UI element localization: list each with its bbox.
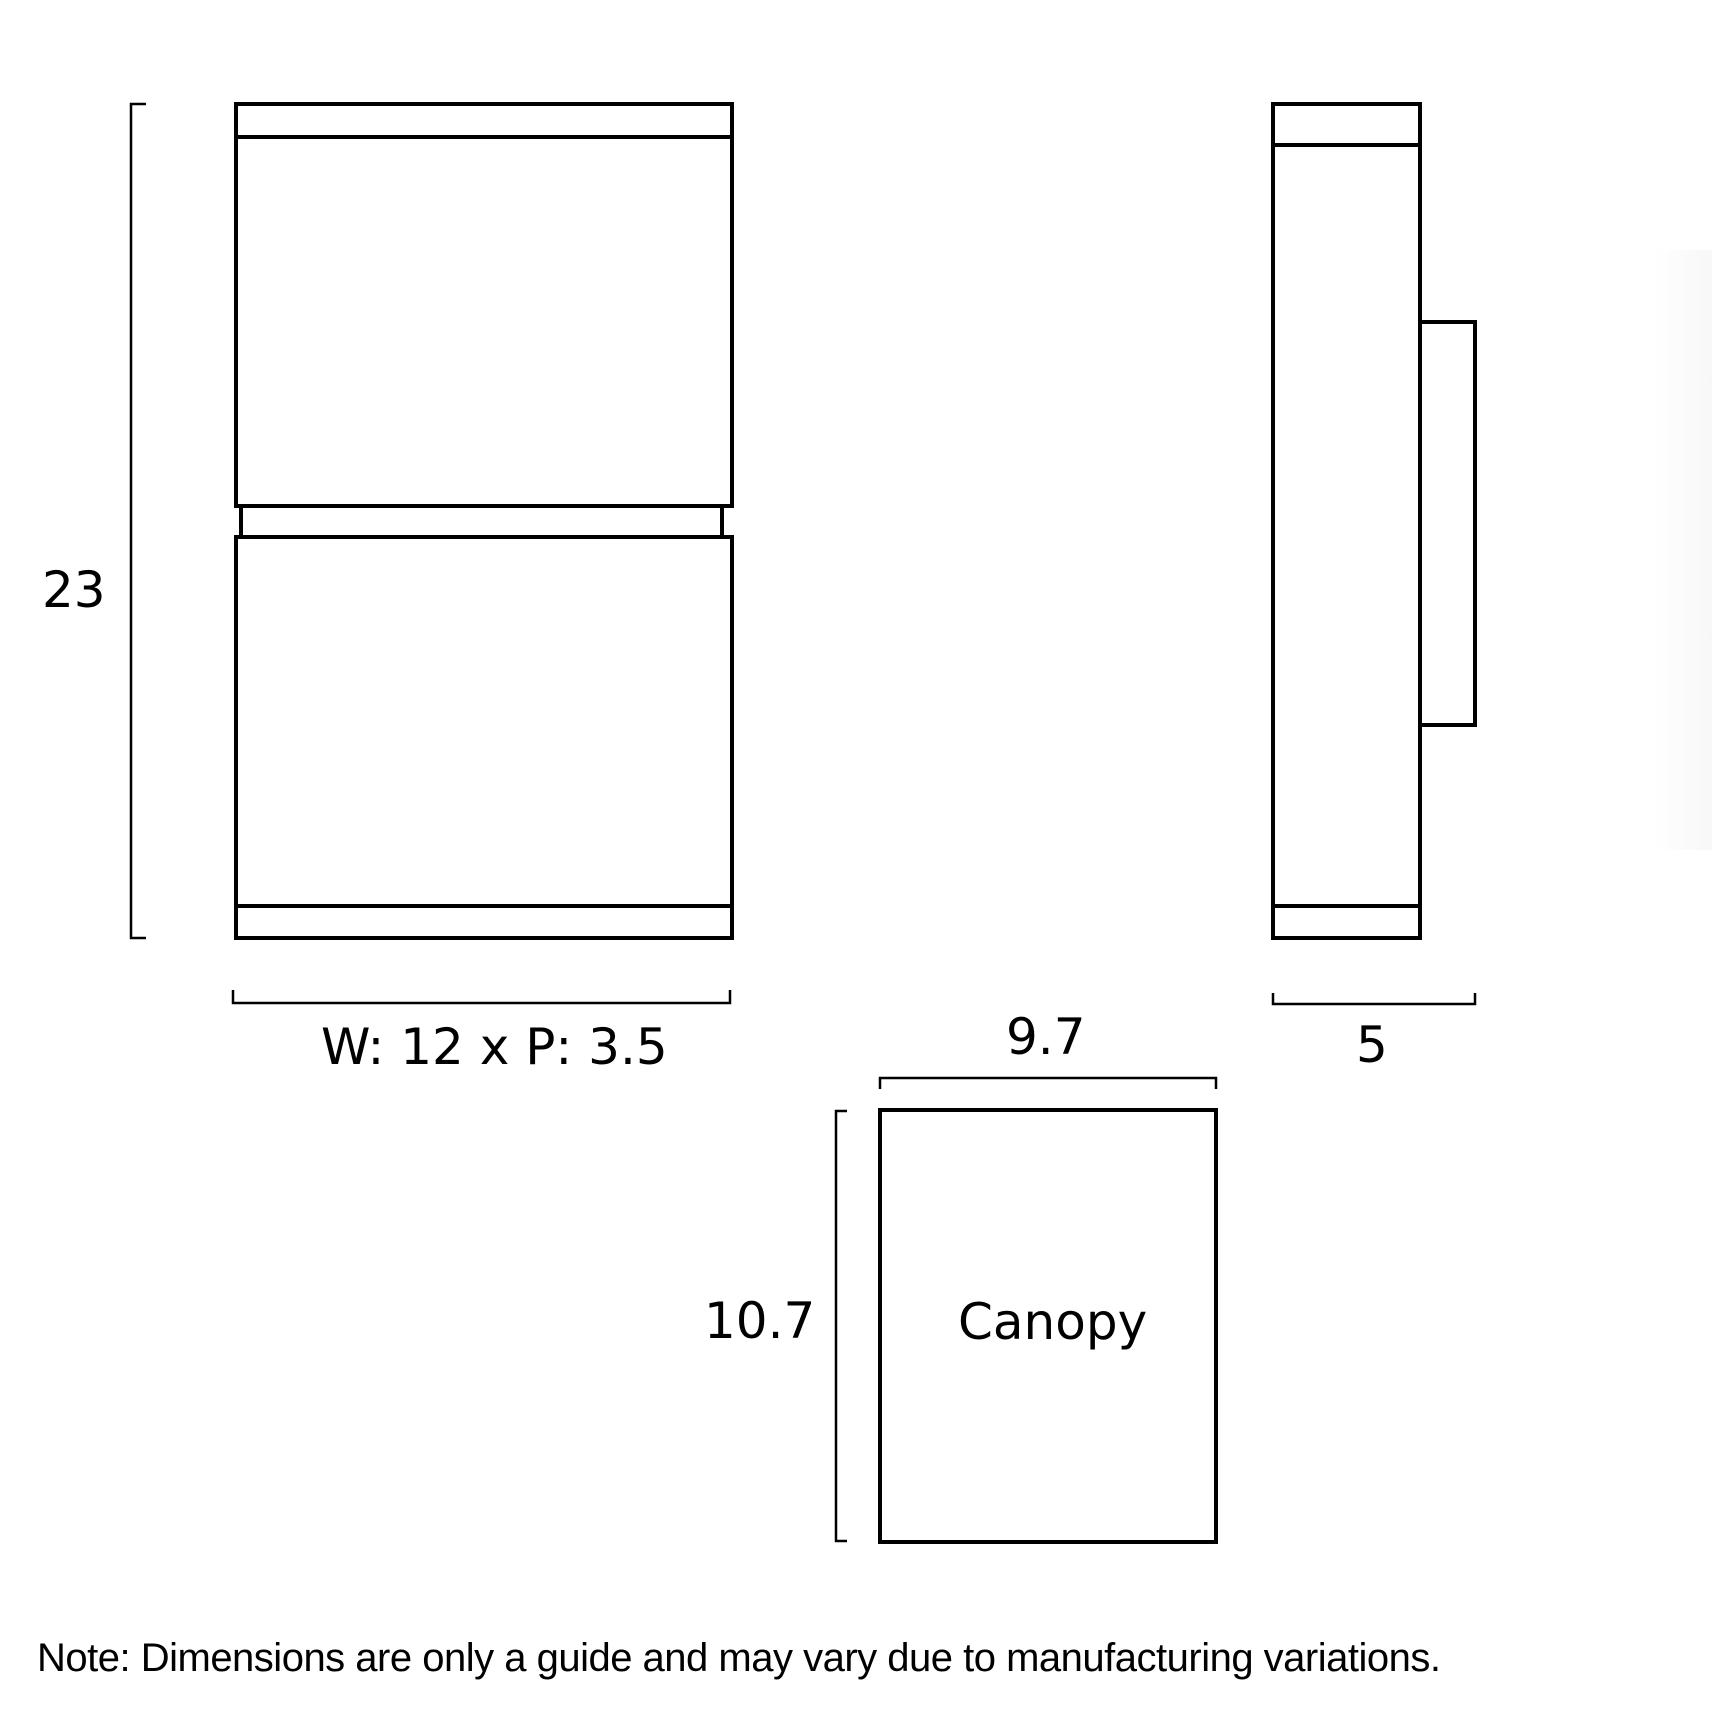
canopy-width-bracket	[878, 1076, 1218, 1089]
side-body	[1271, 102, 1422, 940]
front-view	[234, 102, 734, 940]
canopy-height-bracket	[834, 1109, 847, 1543]
depth-bracket	[1271, 993, 1477, 1006]
canopy-height-label: 10.7	[704, 1292, 816, 1350]
width-label: W: 12 x P: 3.5	[321, 1018, 668, 1076]
disclaimer-note: Note: Dimensions are only a guide and ma…	[37, 1636, 1441, 1680]
canopy-width-label: 9.7	[1006, 1008, 1086, 1066]
depth-label: 5	[1356, 1016, 1388, 1074]
front-collar	[239, 504, 724, 539]
width-bracket	[231, 990, 732, 1005]
side-view	[1271, 102, 1477, 940]
canopy-label: Canopy	[958, 1293, 1148, 1351]
height-label: 23	[42, 561, 106, 619]
canopy-box	[878, 1108, 1218, 1544]
height-bracket	[129, 102, 146, 940]
edge-shading	[1655, 250, 1712, 850]
side-mount-plate	[1418, 320, 1477, 727]
front-upper-body	[234, 102, 734, 508]
front-lower-body	[234, 535, 734, 940]
